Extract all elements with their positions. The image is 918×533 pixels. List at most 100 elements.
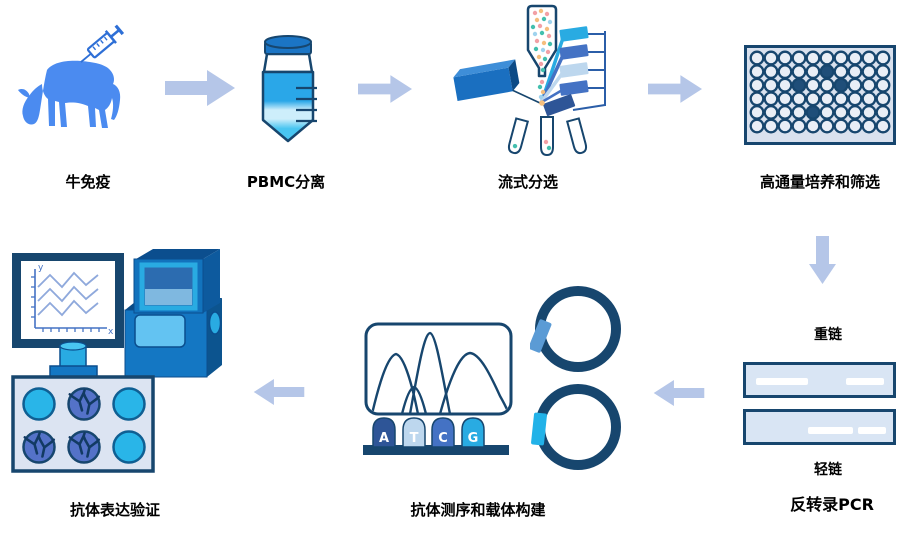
well [861,118,877,134]
well [833,50,849,66]
well-positive [805,104,821,120]
well [777,91,793,107]
flow-sorter-icon [453,4,606,157]
plasmid-vectors-icon [530,286,621,470]
base-letter-g: G [468,431,479,446]
step-label-flow-sorting: 流式分选 [497,173,558,191]
well [749,118,765,134]
collection-tube-2 [540,116,554,157]
well-empty [22,387,56,421]
well [749,50,765,66]
gel-band [846,378,884,385]
well [875,104,891,120]
machine-front-window [134,314,186,348]
well [763,104,779,120]
chart-x-axis-label: x [108,327,114,337]
monitor-chart: y x [31,263,114,337]
base-letter-t: T [410,431,419,446]
tube-graduations [296,86,317,123]
well [791,50,807,66]
chromatogram-frame [364,322,513,416]
well [861,77,877,93]
gel-band [858,427,886,434]
well-positive [791,77,807,93]
syringe-icon [80,24,125,63]
base-bar [363,445,509,455]
well [847,118,863,134]
well-empty [112,387,146,421]
well-positive [833,77,849,93]
base-a-block: A [372,417,396,448]
well-antibody [22,430,56,464]
gel-band [808,427,853,434]
detector-2 [559,44,589,60]
six-well-plate-icon [11,375,155,473]
analyzer-machine-icon [124,249,222,378]
well [819,50,835,66]
detector-3 [559,62,589,78]
cell-dots [530,8,553,106]
base-c-block: C [431,417,455,448]
tube-cap-top [264,35,312,49]
heavy-chain-gel [743,362,896,398]
step-label-pbmc-separation: PBMC分离 [246,173,326,191]
well [777,64,793,80]
well [861,64,877,80]
plasmid-insert-2 [531,412,547,446]
well [819,104,835,120]
well [833,91,849,107]
arrow-left-icon-1 [653,380,705,406]
well-plate-grid [749,50,891,134]
step-label-cow-immunization: 牛免疫 [65,173,111,191]
step-label-high-throughput-screening: 高通量培养和筛选 [759,173,880,191]
well-positive [819,64,835,80]
well [819,91,835,107]
light-chain-gel [743,409,896,445]
well [763,64,779,80]
well [749,104,765,120]
well [791,64,807,80]
well [819,118,835,134]
base-t-block: T [402,417,426,448]
well [763,77,779,93]
well [847,91,863,107]
well [763,118,779,134]
well [833,118,849,134]
tube-neck [262,52,314,74]
arrow-right-icon-1 [165,70,235,106]
step-label-expression-validation: 抗体表达验证 [69,501,160,519]
well [777,118,793,134]
detector-4 [559,80,589,96]
six-well-grid [22,387,146,464]
well [763,50,779,66]
plasmid-insert-1 [530,319,552,353]
well [833,64,849,80]
well [861,50,877,66]
base-letter-c: C [438,431,448,446]
collection-tube-1 [507,117,530,155]
cow-silhouette [22,60,121,128]
light-chain-label: 轻链 [814,462,842,478]
well [861,104,877,120]
well [875,64,891,80]
well [847,64,863,80]
cow-immunization-icon [18,24,125,128]
plasmid-ring-2 [535,384,621,470]
well-antibody [67,430,101,464]
well [763,91,779,107]
well [847,77,863,93]
well [777,77,793,93]
well [861,91,877,107]
monitor-icon: y x [12,253,124,348]
well [833,104,849,120]
well [847,104,863,120]
well [805,50,821,66]
collection-tube-3 [565,117,588,155]
gel-band [756,378,808,385]
well [749,91,765,107]
well [791,104,807,120]
step-label-sequencing-vector: 抗体测序和载体构建 [410,501,546,519]
well [875,118,891,134]
well [805,118,821,134]
